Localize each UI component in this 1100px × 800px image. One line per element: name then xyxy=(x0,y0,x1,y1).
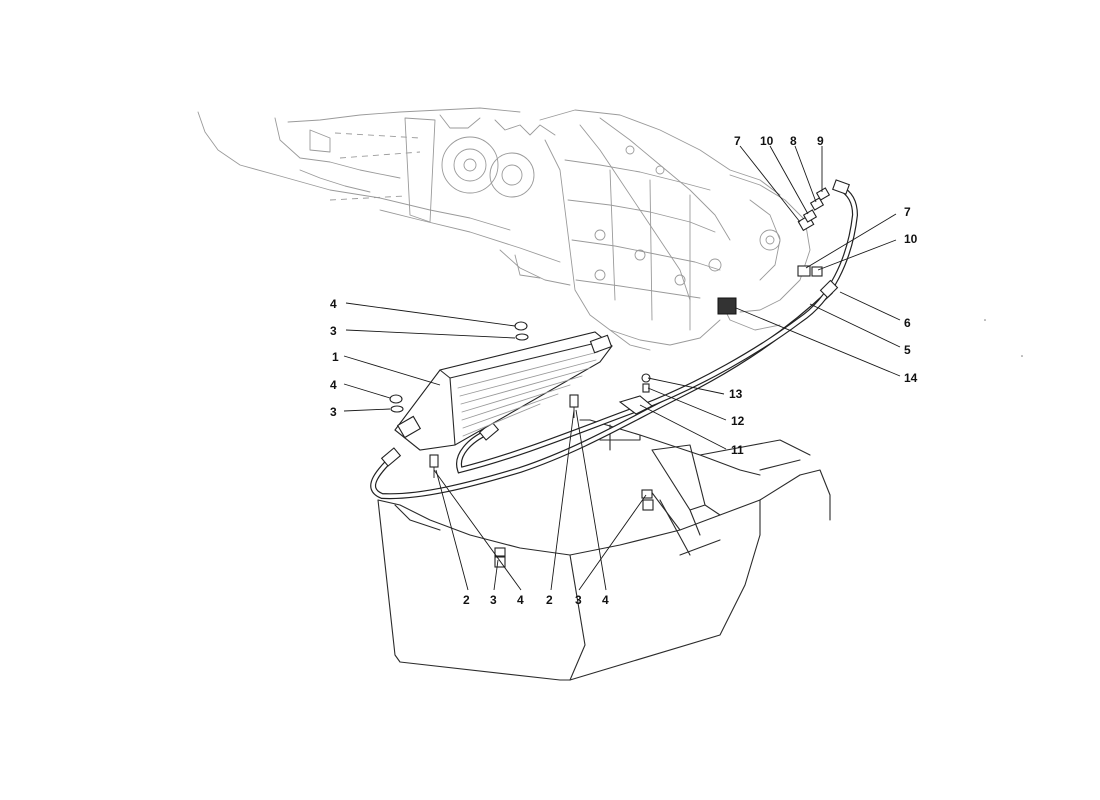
callout-4: 4 xyxy=(330,378,337,392)
callout-8: 8 xyxy=(790,134,797,148)
callout-3: 3 xyxy=(330,324,337,338)
nut-4c xyxy=(494,556,506,568)
callout-10: 10 xyxy=(760,134,774,148)
washer-10b xyxy=(811,266,823,277)
leader-lines xyxy=(343,145,901,591)
nut-3d xyxy=(641,489,653,499)
oil-hoses xyxy=(370,179,859,500)
washer-10a xyxy=(802,209,818,223)
callout-3: 3 xyxy=(330,405,337,419)
callout-10: 10 xyxy=(904,232,918,246)
nut-4b xyxy=(389,394,403,404)
callout-2: 2 xyxy=(463,593,470,607)
bolt-2b xyxy=(569,394,579,408)
callout-3: 3 xyxy=(490,593,497,607)
callout-11: 11 xyxy=(731,443,744,457)
callout-14: 14 xyxy=(904,371,918,385)
body-tray-outline xyxy=(377,419,831,681)
callout-3: 3 xyxy=(575,593,582,607)
washer-3b xyxy=(390,405,404,413)
nut-3c xyxy=(494,547,506,557)
callout-9: 9 xyxy=(817,134,824,148)
callout-13: 13 xyxy=(729,387,743,401)
callout-6: 6 xyxy=(904,316,911,330)
bolt-2a xyxy=(429,454,439,468)
callout-7: 7 xyxy=(904,205,911,219)
callout-1: 1 xyxy=(332,350,339,364)
callout-labels: 7 10 8 9 7 10 6 5 14 13 12 11 4 3 1 4 3 … xyxy=(330,134,918,607)
callout-5: 5 xyxy=(904,343,911,357)
callout-7: 7 xyxy=(734,134,741,148)
oil-cooler xyxy=(394,331,613,451)
bracket-11 xyxy=(618,395,653,415)
callout-4: 4 xyxy=(602,593,609,607)
washer-3a xyxy=(515,333,529,341)
small-parts xyxy=(389,187,831,568)
callout-12: 12 xyxy=(731,414,745,428)
cooler-fins xyxy=(457,351,599,437)
union-7b xyxy=(797,265,811,277)
sender-14 xyxy=(717,297,737,315)
callout-4: 4 xyxy=(517,593,524,607)
fitting-9 xyxy=(815,187,831,201)
callout-2: 2 xyxy=(546,593,553,607)
nut-4a xyxy=(514,321,528,331)
engine-transmission-outline xyxy=(197,107,1023,357)
nut-4d xyxy=(642,499,654,511)
callout-4: 4 xyxy=(330,297,337,311)
